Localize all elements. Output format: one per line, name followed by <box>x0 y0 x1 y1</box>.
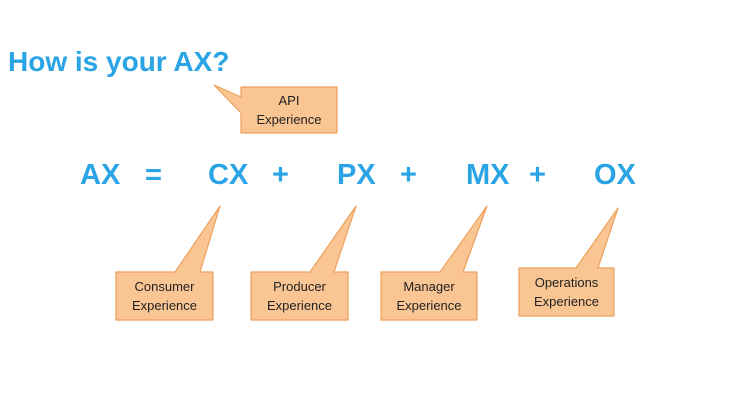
mx-term: MX <box>466 159 510 191</box>
px-term: PX <box>337 159 376 191</box>
api-callout-line1: API <box>278 93 300 108</box>
operations-callout-line2: Experience <box>533 294 600 309</box>
operations-callout-line1: Operations <box>534 275 599 290</box>
ax-term: AX <box>80 159 121 191</box>
producer-callout-line1: Producer <box>273 279 326 294</box>
api-callout: API Experience <box>241 87 337 133</box>
page-title: How is your AX? <box>8 46 230 77</box>
plus-sign-1: + <box>272 159 289 191</box>
consumer-callout: Consumer Experience <box>116 272 213 320</box>
cx-term: CX <box>208 159 249 191</box>
consumer-callout-line1: Consumer <box>134 279 195 294</box>
consumer-callout-line2: Experience <box>131 298 198 313</box>
plus-sign-2: + <box>400 159 417 191</box>
manager-callout: Manager Experience <box>381 272 477 320</box>
plus-sign-3: + <box>529 159 546 191</box>
manager-callout-line1: Manager <box>403 279 455 294</box>
manager-callout-line2: Experience <box>396 298 462 313</box>
operations-callout: Operations Experience <box>519 268 614 316</box>
ox-term: OX <box>594 159 636 191</box>
producer-callout-line2: Experience <box>266 298 333 313</box>
api-callout-line2: Experience <box>256 112 322 127</box>
equals-sign: = <box>145 159 162 191</box>
producer-callout: Producer Experience <box>251 272 348 320</box>
